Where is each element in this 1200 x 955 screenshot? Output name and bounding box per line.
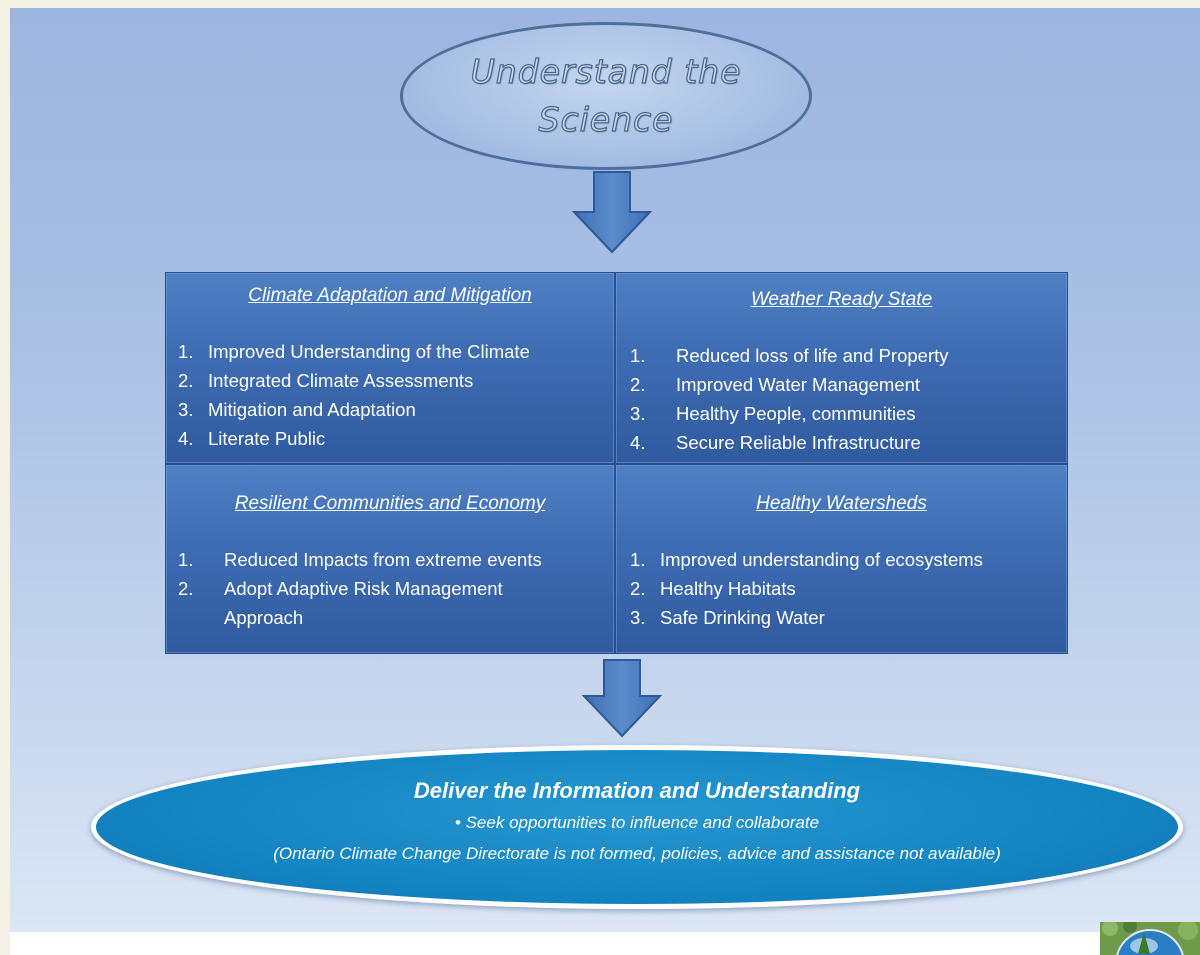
list-item: 1.Improved understanding of ecosystems bbox=[630, 549, 983, 570]
down-arrow-icon bbox=[572, 171, 652, 254]
weather-ready-title: Weather Ready State bbox=[750, 289, 933, 310]
healthy-watersheds-title: Healthy Watersheds bbox=[756, 493, 927, 514]
resilient-communities-title: Resilient Communities and Economy bbox=[234, 493, 546, 514]
resilient-communities-box: Resilient Communities and Economy 1.Redu… bbox=[165, 464, 615, 654]
list-item: 1.Improved Understanding of the Climate bbox=[178, 341, 530, 362]
deliver-information-title: Deliver the Information and Understandin… bbox=[413, 778, 861, 803]
list-item: 3.Mitigation and Adaptation bbox=[178, 399, 416, 420]
list-item: 1.Reduced loss of life and Property bbox=[630, 345, 949, 366]
list-item: 3.Healthy People, communities bbox=[630, 403, 916, 424]
weather-ready-box: Weather Ready State 1.Reduced loss of li… bbox=[615, 272, 1068, 464]
bottom-strip bbox=[10, 932, 1200, 955]
deliver-information-note: (Ontario Climate Change Directorate is n… bbox=[273, 844, 1001, 863]
list-item: 2.Healthy Habitats bbox=[630, 578, 796, 599]
list-item: 4.Secure Reliable Infrastructure bbox=[630, 432, 921, 453]
logo-icon bbox=[1100, 922, 1200, 955]
understand-science-label: Understand the Science bbox=[470, 51, 742, 139]
deliver-information-oval: Deliver the Information and Understandin… bbox=[91, 745, 1183, 909]
climate-adaptation-box: Climate Adaptation and Mitigation 1.Impr… bbox=[165, 272, 615, 464]
list-item: Approach bbox=[224, 607, 304, 628]
list-item: 1.Reduced Impacts from extreme events bbox=[178, 549, 542, 570]
climate-adaptation-title: Climate Adaptation and Mitigation bbox=[248, 285, 532, 306]
deliver-information-bullet: • Seek opportunities to influence and co… bbox=[454, 813, 820, 832]
list-item: 2.Improved Water Management bbox=[630, 374, 921, 395]
list-item: 2.Adopt Adaptive Risk Management bbox=[178, 578, 503, 599]
list-item: 3.Safe Drinking Water bbox=[630, 607, 825, 628]
understand-science-oval: Understand the Science bbox=[400, 22, 812, 170]
list-item: 2.Integrated Climate Assessments bbox=[178, 370, 474, 391]
list-item: 4.Literate Public bbox=[178, 428, 326, 449]
down-arrow-icon bbox=[582, 659, 662, 738]
healthy-watersheds-box: Healthy Watersheds 1.Improved understand… bbox=[615, 464, 1068, 654]
